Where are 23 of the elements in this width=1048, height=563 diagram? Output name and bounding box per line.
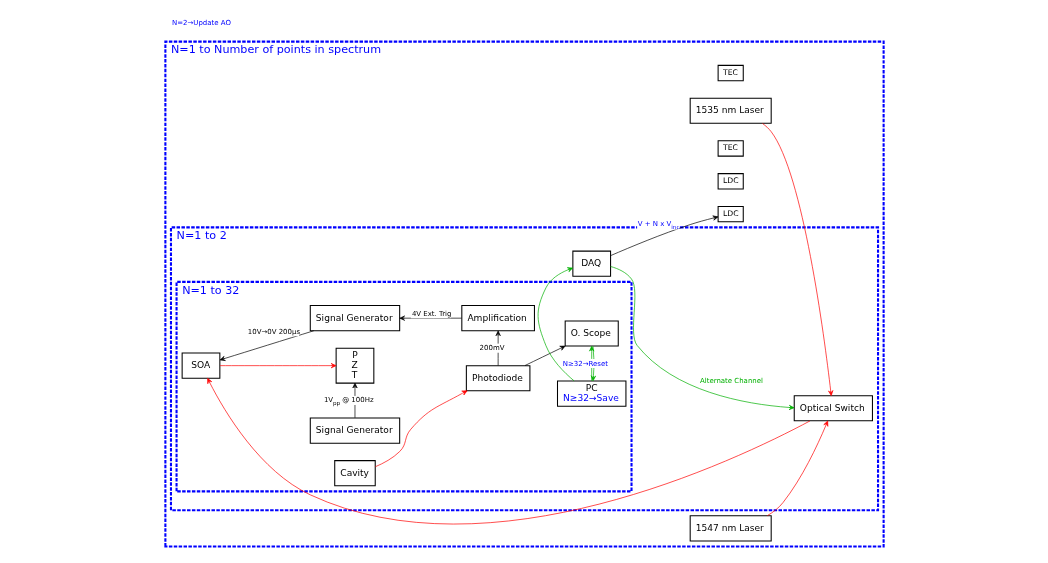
node-box: Signal Generator — [309, 417, 400, 444]
node-box: Optical Switch — [793, 395, 873, 422]
node-box: PC N≥32→Save — [556, 380, 626, 407]
node-box: 1547 nm Laser — [689, 515, 772, 542]
node-box: Cavity — [333, 460, 376, 487]
arrow — [219, 330, 314, 361]
arrow — [766, 420, 828, 517]
node-box: Amplification — [460, 305, 535, 332]
node-box: DAQ — [571, 250, 611, 277]
node-box: SOA — [181, 352, 220, 379]
node-box: Photodiode — [465, 365, 530, 392]
arrow — [537, 267, 574, 382]
arrow — [374, 390, 467, 468]
node-box: O. Scope — [564, 320, 619, 347]
arrow — [524, 345, 565, 366]
node-box: Signal Generator — [309, 305, 400, 332]
node-box: P Z T — [335, 347, 374, 384]
arrow — [398, 315, 462, 321]
arrow — [609, 266, 794, 410]
arrow — [219, 363, 336, 369]
arrow — [761, 123, 833, 396]
node-box: 1535 nm Laser — [689, 97, 772, 124]
arrow — [609, 215, 718, 256]
